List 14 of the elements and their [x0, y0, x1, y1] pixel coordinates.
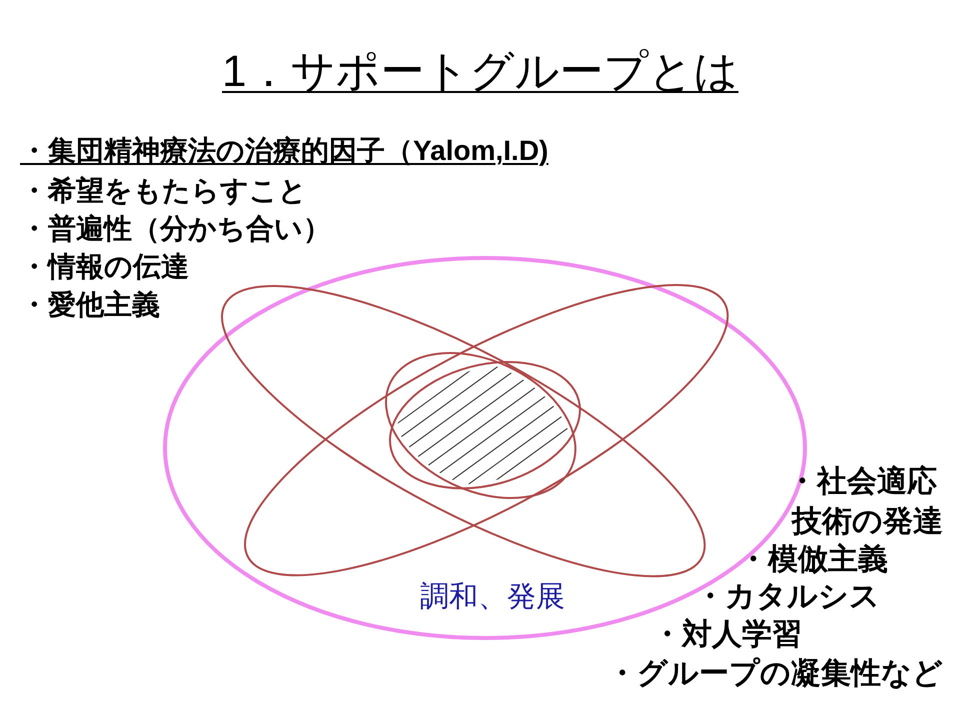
list-item: ・社会適応技術の発達	[787, 464, 944, 540]
list-item: ・普遍性（分かち合い）	[20, 212, 331, 246]
inner-ellipse	[388, 360, 582, 490]
list-item: ・愛他主義	[20, 288, 160, 322]
list-item: ・対人学習	[652, 616, 802, 653]
list-item: ・模倣主義	[738, 542, 888, 578]
slide-title: 1．サポートグループとは	[222, 46, 738, 98]
list-item: ・情報の伝達	[20, 250, 189, 284]
node-label: 調和、発展	[420, 580, 565, 615]
list-heading: ・集団精神療法の治療的因子（Yalom,I.D)	[20, 134, 548, 168]
list-item: ・グループの凝集性など	[607, 656, 943, 692]
list-item: ・希望をもたらすこと	[20, 174, 307, 208]
list-item: ・カタルシス	[695, 579, 880, 615]
inner-ellipse	[384, 351, 578, 500]
